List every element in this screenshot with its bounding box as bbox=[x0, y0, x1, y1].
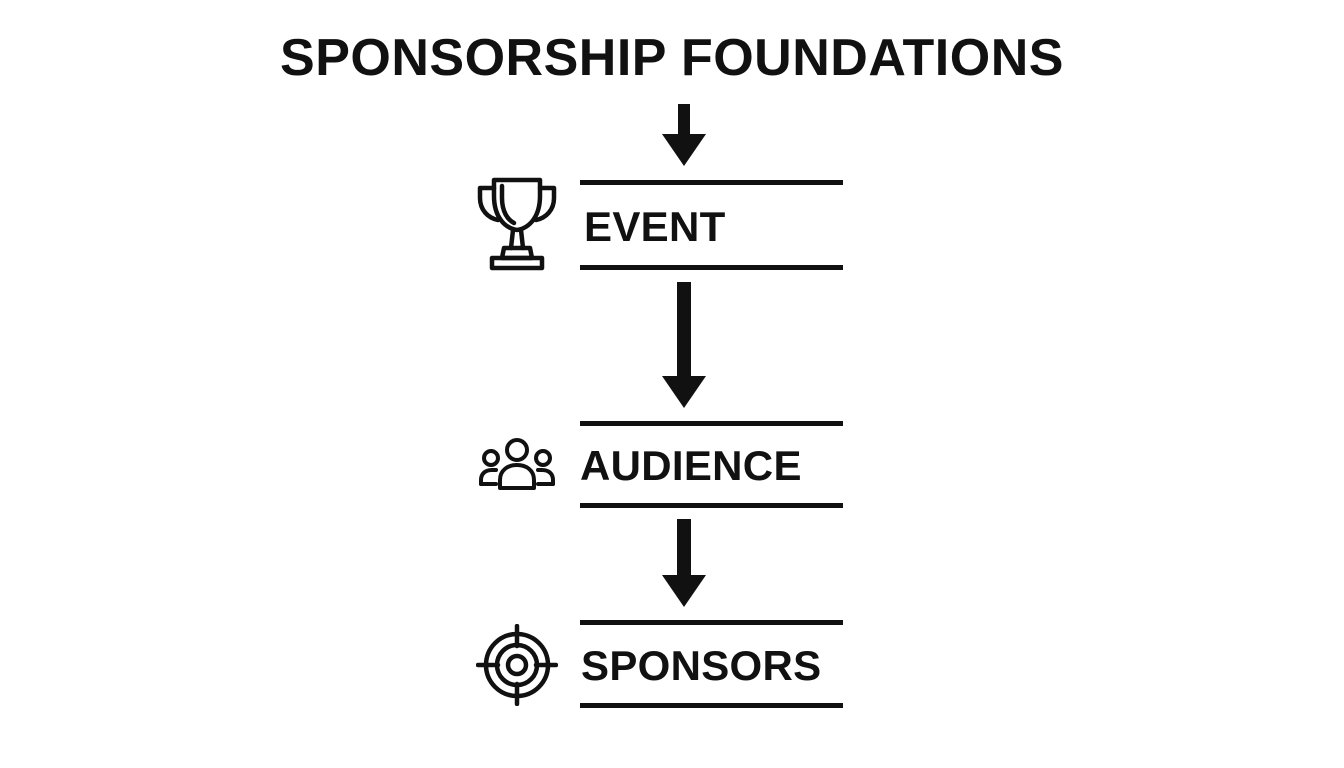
people-group-icon bbox=[479, 438, 555, 490]
arrow-down-icon bbox=[662, 282, 706, 408]
target-crosshair-icon bbox=[476, 624, 558, 706]
trophy-icon bbox=[477, 177, 557, 271]
audience-top-rule bbox=[580, 421, 843, 426]
sponsors-bottom-rule bbox=[580, 703, 843, 708]
event-bottom-rule bbox=[580, 265, 843, 270]
event-top-rule bbox=[580, 180, 843, 185]
arrow-down-icon bbox=[662, 104, 706, 166]
arrow-down-icon bbox=[662, 519, 706, 607]
audience-bottom-rule bbox=[580, 503, 843, 508]
step-label-audience: AUDIENCE bbox=[580, 442, 802, 489]
diagram-title: SPONSORSHIP FOUNDATIONS bbox=[280, 29, 1064, 87]
step-label-sponsors: SPONSORS bbox=[581, 642, 822, 689]
step-label-event: EVENT bbox=[584, 203, 726, 250]
sponsors-top-rule bbox=[580, 620, 843, 625]
